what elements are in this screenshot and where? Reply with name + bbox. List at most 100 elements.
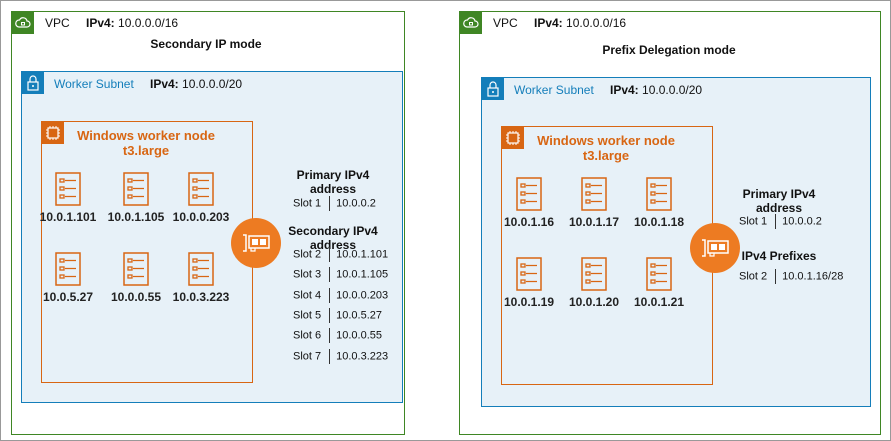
subnet-ipv4-key: IPv4: — [150, 77, 179, 91]
slot-divider — [329, 287, 331, 303]
pod-server-icon — [123, 172, 149, 211]
pod-ip-label: 10.0.1.101 — [39, 210, 97, 224]
vpc-ipv4: IPv4: 10.0.0.0/16 — [86, 16, 178, 30]
worker-subnet: Worker Subnet IPv4: 10.0.0.0/20 — [21, 71, 403, 403]
slot-ip-value: 10.0.1.105 — [336, 268, 389, 281]
slot-number: Slot 6 — [293, 329, 322, 342]
pod-ip-label: 10.0.1.105 — [107, 210, 165, 224]
slot-divider — [775, 214, 777, 229]
pod-server-icon — [123, 252, 149, 291]
slot-number: Slot 1 — [293, 197, 322, 210]
pod-ip-label: 10.0.0.203 — [172, 210, 230, 224]
slot-ip-value: 10.0.0.203 — [336, 289, 389, 301]
network-interface-icon — [690, 223, 740, 273]
secondary-slot-row: Slot 2 10.0.1.16/28 — [739, 269, 843, 284]
pod-ip-label: 10.0.1.20 — [568, 295, 620, 309]
slot-divider — [329, 348, 331, 364]
pod-ip-label: 10.0.0.55 — [110, 290, 162, 304]
slot-ip-value: 10.0.1.101 — [336, 248, 389, 261]
slot-ip-value: 10.0.0.55 — [336, 329, 383, 342]
slot-number: Slot 7 — [293, 349, 322, 362]
pod-server-icon — [581, 257, 607, 296]
pod-server-icon — [646, 257, 672, 296]
vpc-ipv4: IPv4: 10.0.0.0/16 — [534, 16, 626, 30]
worker-subnet: Worker Subnet IPv4: 10.0.0.0/20 — [481, 77, 871, 407]
slot-divider — [329, 196, 331, 211]
pod-ip-label: 10.0.1.16 — [503, 215, 555, 229]
pod-ip-label: 10.0.1.18 — [633, 215, 685, 229]
primary-ipv4-heading: Primary IPv4 address — [742, 187, 816, 215]
slot-divider — [329, 328, 331, 344]
lock-icon — [22, 72, 44, 94]
pod-server-icon — [581, 177, 607, 216]
pod-server-icon — [646, 177, 672, 216]
secondary-heading: Secondary IPv4 address — [288, 224, 378, 252]
vpc-label: VPC — [493, 16, 518, 30]
pod-server-icon — [55, 252, 81, 291]
slot-ip-value: 10.0.0.2 — [336, 197, 376, 210]
slot-ip-value: 10.0.0.2 — [782, 215, 822, 228]
slot-divider — [329, 267, 331, 283]
pod-server-icon — [516, 257, 542, 296]
subnet-label: Worker Subnet — [514, 83, 594, 97]
vpc-cloud-icon — [12, 12, 34, 34]
pod-ip-label: 10.0.1.19 — [503, 295, 555, 309]
pod-server-icon — [188, 172, 214, 211]
pod-ip-label: 10.0.5.27 — [42, 290, 94, 304]
secondary-slot-row: Slot 7 10.0.3.223 — [293, 348, 389, 364]
cpu-chip-icon — [502, 127, 524, 149]
node-name: Windows worker node — [77, 128, 215, 143]
slot-number: Slot 2 — [293, 248, 322, 261]
slot-number: Slot 1 — [739, 215, 768, 228]
subnet-ipv4: IPv4: 10.0.0.0/20 — [150, 77, 242, 91]
pod-ip-label: 10.0.3.223 — [172, 290, 230, 304]
primary-slot-row: Slot 1 10.0.0.2 — [739, 214, 822, 229]
node-name: Windows worker node — [537, 133, 675, 148]
slot-divider — [329, 307, 331, 323]
pod-server-icon — [188, 252, 214, 291]
slot-divider — [329, 247, 331, 262]
pod-server-icon — [55, 172, 81, 211]
slot-ip-value: 10.0.5.27 — [336, 309, 383, 322]
vpc-ipv4-key: IPv4: — [86, 16, 115, 30]
slot-number: Slot 2 — [739, 270, 768, 283]
secondary-slot-row: Slot 4 10.0.0.203 — [293, 287, 389, 303]
slot-divider — [775, 269, 777, 284]
secondary-slot-row: Slot 6 10.0.0.55 — [293, 328, 383, 344]
slot-number: Slot 3 — [293, 268, 322, 281]
slot-ip-value: 10.0.3.223 — [336, 349, 389, 362]
subnet-ipv4-key: IPv4: — [610, 83, 639, 97]
lock-icon — [482, 78, 504, 100]
mode-title: Secondary IP mode — [150, 37, 262, 51]
cpu-chip-icon — [42, 122, 64, 144]
primary-ipv4-heading: Primary IPv4 address — [296, 168, 370, 196]
vpc-ipv4-key: IPv4: — [534, 16, 563, 30]
primary-slot-row: Slot 1 10.0.0.2 — [293, 196, 376, 211]
slot-number: Slot 4 — [293, 289, 322, 301]
vpc-ipv4-value: 10.0.0.0/16 — [566, 16, 627, 30]
vpc-cloud-icon — [460, 12, 482, 34]
pod-server-icon — [516, 177, 542, 216]
secondary-slot-row: Slot 5 10.0.5.27 — [293, 307, 383, 323]
subnet-ipv4-value: 10.0.0.0/20 — [182, 77, 243, 91]
secondary-heading: IPv4 Prefixes — [741, 249, 817, 263]
subnet-ipv4: IPv4: 10.0.0.0/20 — [610, 83, 702, 97]
pod-ip-label: 10.0.1.21 — [633, 295, 685, 309]
node-instance-type: t3.large — [582, 148, 630, 163]
vpc-label: VPC — [45, 16, 70, 30]
secondary-slot-row: Slot 2 10.0.1.101 — [293, 247, 388, 262]
vpc-ipv4-value: 10.0.0.0/16 — [118, 16, 179, 30]
mode-title: Prefix Delegation mode — [602, 43, 736, 57]
pod-ip-label: 10.0.1.17 — [568, 215, 620, 229]
slot-ip-value: 10.0.1.16/28 — [782, 270, 844, 283]
subnet-label: Worker Subnet — [54, 77, 134, 91]
secondary-slot-row: Slot 3 10.0.1.105 — [293, 267, 389, 283]
network-interface-icon — [231, 218, 281, 268]
subnet-ipv4-value: 10.0.0.0/20 — [642, 83, 703, 97]
node-instance-type: t3.large — [122, 143, 170, 158]
slot-number: Slot 5 — [293, 309, 322, 322]
